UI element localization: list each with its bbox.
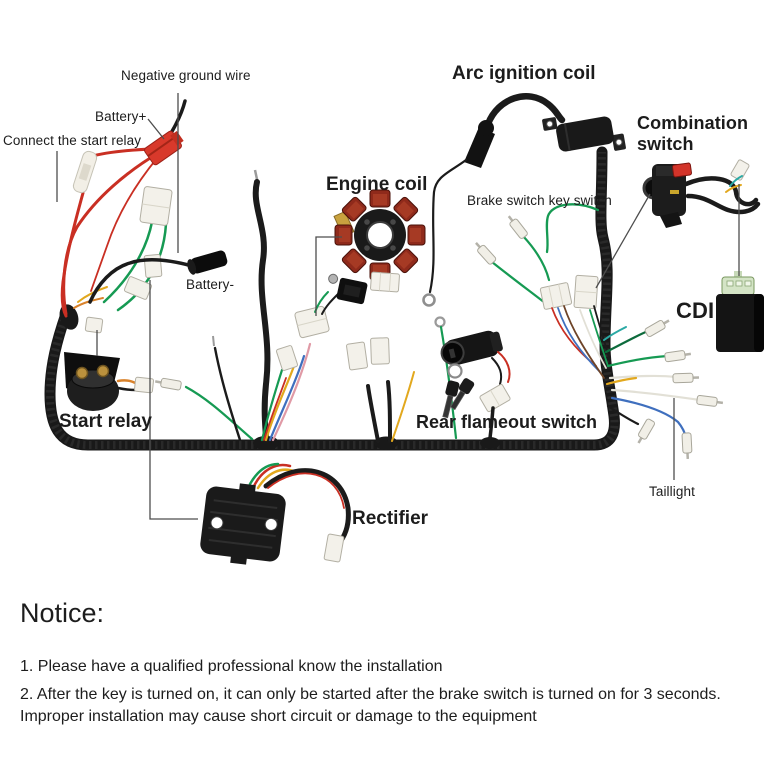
label-connect-start-relay: Connect the start relay [3,133,142,148]
label-start-relay: Start relay [59,411,152,432]
combination-switch-pointer [595,193,651,289]
start-relay-component [64,352,154,411]
riser-connectors [539,274,611,379]
arc-ignition-coil-component [422,93,626,307]
label-battery-minus: Battery- [186,277,235,292]
combination-switch-component [642,159,761,228]
label-combination-switch: Combination switch [637,113,749,154]
label-rectifier: Rectifier [352,508,429,529]
inline-fuse-holder [72,150,98,194]
label-engine-coil: Engine coil [326,174,428,195]
label-arc-ignition-coil: Arc ignition coil [452,63,596,84]
start-relay-mating-connector [84,316,104,334]
engine-coil-stator [328,189,426,305]
stator-branch-wires [260,291,339,442]
key-2 [450,378,475,411]
key-switch-component [440,330,511,440]
stripped-black-wire [212,335,242,442]
rectifier-mating-connector [143,254,163,278]
rectifier-component [200,462,351,565]
kill-switch-button [672,162,692,178]
label-battery-plus: Battery+ [95,109,147,124]
green-wire-connector [139,186,173,226]
label-brake-switch-key-switch: Brake switch key switch [467,193,612,208]
engine-coil-pointer [315,236,342,316]
pickup-coil [328,273,368,305]
twin-connector-branch [346,337,415,443]
small-white-connector-left [123,276,153,300]
left-green-spade-wire [153,375,254,441]
label-cdi: CDI [676,298,715,323]
pointer-lines [56,93,740,520]
label-negative-ground-wire: Negative ground wire [121,68,251,83]
battery-minus-cap [88,250,228,304]
ring-terminal [422,293,436,307]
rectifier-pointer [149,280,198,520]
taillight-wire-fan [603,315,725,461]
battery-plus-connector [144,130,184,166]
notice-item-2: 2. After the key is turned on, it can on… [20,686,721,725]
notice-item-1: 1. Please have a qualified professional … [20,658,443,675]
battery-plus-pointer [147,118,165,140]
key-ring [447,363,463,379]
label-rear-flameout-switch: Rear flameout switch [416,412,598,432]
notice-title: Notice: [20,598,105,628]
cdi-component [716,271,764,352]
label-taillight: Taillight [649,484,695,499]
center-trunk-wire [252,169,271,443]
